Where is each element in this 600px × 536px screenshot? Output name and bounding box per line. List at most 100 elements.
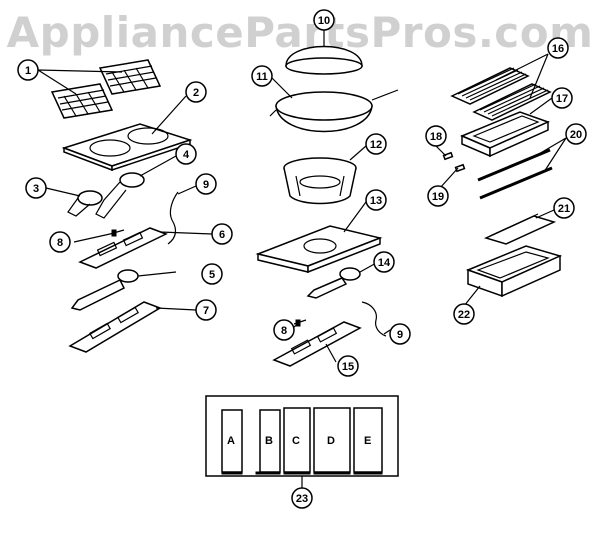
callout-circle (365, 133, 387, 155)
callout-4: 4 (175, 143, 197, 165)
element-cover-part (483, 213, 557, 245)
panel-letter-c: C (292, 435, 300, 447)
cooktop-plate-part (61, 123, 193, 172)
callout-14: 14 (373, 251, 395, 273)
callout-circle (17, 59, 39, 81)
wok-burner-part (306, 267, 361, 299)
callout-11: 11 (251, 65, 273, 87)
burner-assembly-part (67, 172, 145, 219)
callout-number: 11 (256, 71, 268, 83)
callout-16: 16 (547, 37, 569, 59)
callout-number: 4 (183, 149, 190, 161)
callout-number: 13 (370, 195, 382, 207)
panel-letter-b: B (265, 435, 273, 447)
callout-circle (427, 185, 449, 207)
callout-circle (453, 303, 475, 325)
callout-number: 9 (203, 179, 209, 191)
callout-circle (425, 125, 447, 147)
callout-circle (291, 487, 313, 509)
callout-circle (175, 143, 197, 165)
callout-5: 5 (201, 263, 223, 285)
panel-letter-a: A (227, 435, 235, 447)
callout-23: 23 (291, 487, 313, 509)
callout-20: 20 (565, 123, 587, 145)
callout-1: 1 (17, 59, 39, 81)
wok-ring-part (283, 157, 357, 205)
callout-7: 7 (195, 299, 217, 321)
callout-9: 9 (195, 173, 217, 195)
callout-circle (547, 37, 569, 59)
ignitor-wire-part-2 (361, 301, 387, 337)
wok-tray-part (272, 321, 362, 367)
callout-number: 8 (57, 237, 63, 249)
callout-number: 19 (432, 191, 444, 203)
callout-number: 17 (556, 93, 568, 105)
callout-number: 23 (296, 493, 308, 505)
callout-8: 8 (273, 319, 295, 341)
electrode-part-2 (293, 319, 307, 327)
callout-number: 22 (458, 309, 470, 321)
callout-number: 6 (219, 229, 225, 241)
ignitor-wire-part (167, 191, 179, 245)
wok-part (269, 89, 399, 133)
callout-9: 9 (389, 323, 411, 345)
callout-circle (49, 231, 71, 253)
callout-circle (551, 87, 573, 109)
callout-circle (211, 223, 233, 245)
callout-number: 5 (209, 269, 215, 281)
callout-number: 10 (318, 15, 330, 27)
callout-18: 18 (425, 125, 447, 147)
grill-pan-part (460, 111, 551, 158)
callout-number: 21 (558, 203, 570, 215)
tray-part (68, 301, 162, 353)
panel-c (283, 407, 311, 473)
callout-number: 2 (193, 87, 199, 99)
callout-19: 19 (427, 185, 449, 207)
panel-letter-d: D (327, 435, 335, 447)
callout-circle (373, 251, 395, 273)
callout-2: 2 (185, 81, 207, 103)
pin-part (442, 151, 466, 173)
callout-circle (365, 189, 387, 211)
callout-number: 20 (570, 129, 582, 141)
rod-part (477, 148, 553, 200)
callout-15: 15 (337, 355, 359, 377)
callout-number: 7 (203, 305, 209, 317)
callout-13: 13 (365, 189, 387, 211)
callout-circle (273, 319, 295, 341)
callout-6: 6 (211, 223, 233, 245)
callout-number: 15 (342, 361, 354, 373)
callout-12: 12 (365, 133, 387, 155)
callout-22: 22 (453, 303, 475, 325)
callout-8: 8 (49, 231, 71, 253)
callout-number: 18 (430, 131, 442, 143)
callout-circle (201, 263, 223, 285)
burner-tray-part (78, 227, 168, 269)
callout-number: 16 (552, 43, 564, 55)
callout-number: 3 (33, 183, 39, 195)
callout-3: 3 (25, 177, 47, 199)
callout-circle (337, 355, 359, 377)
wok-cover-part (285, 45, 363, 75)
callout-circle (195, 299, 217, 321)
callout-circle (565, 123, 587, 145)
callout-circle (313, 9, 335, 31)
callout-17: 17 (551, 87, 573, 109)
electrode-part (109, 229, 125, 237)
callout-number: 9 (397, 329, 403, 341)
panel-set-part: A B C D E (205, 395, 399, 477)
callout-circle (195, 173, 217, 195)
burner-tube-part (70, 269, 139, 311)
callout-circle (251, 65, 273, 87)
grill-box-part (465, 245, 563, 298)
callout-number: 12 (370, 139, 382, 151)
panel-letter-e: E (364, 435, 371, 447)
callout-circle (25, 177, 47, 199)
callout-number: 1 (25, 65, 31, 77)
wok-plate-part (255, 225, 383, 274)
callout-number: 8 (281, 325, 287, 337)
callout-10: 10 (313, 9, 335, 31)
panel-e (353, 407, 383, 473)
